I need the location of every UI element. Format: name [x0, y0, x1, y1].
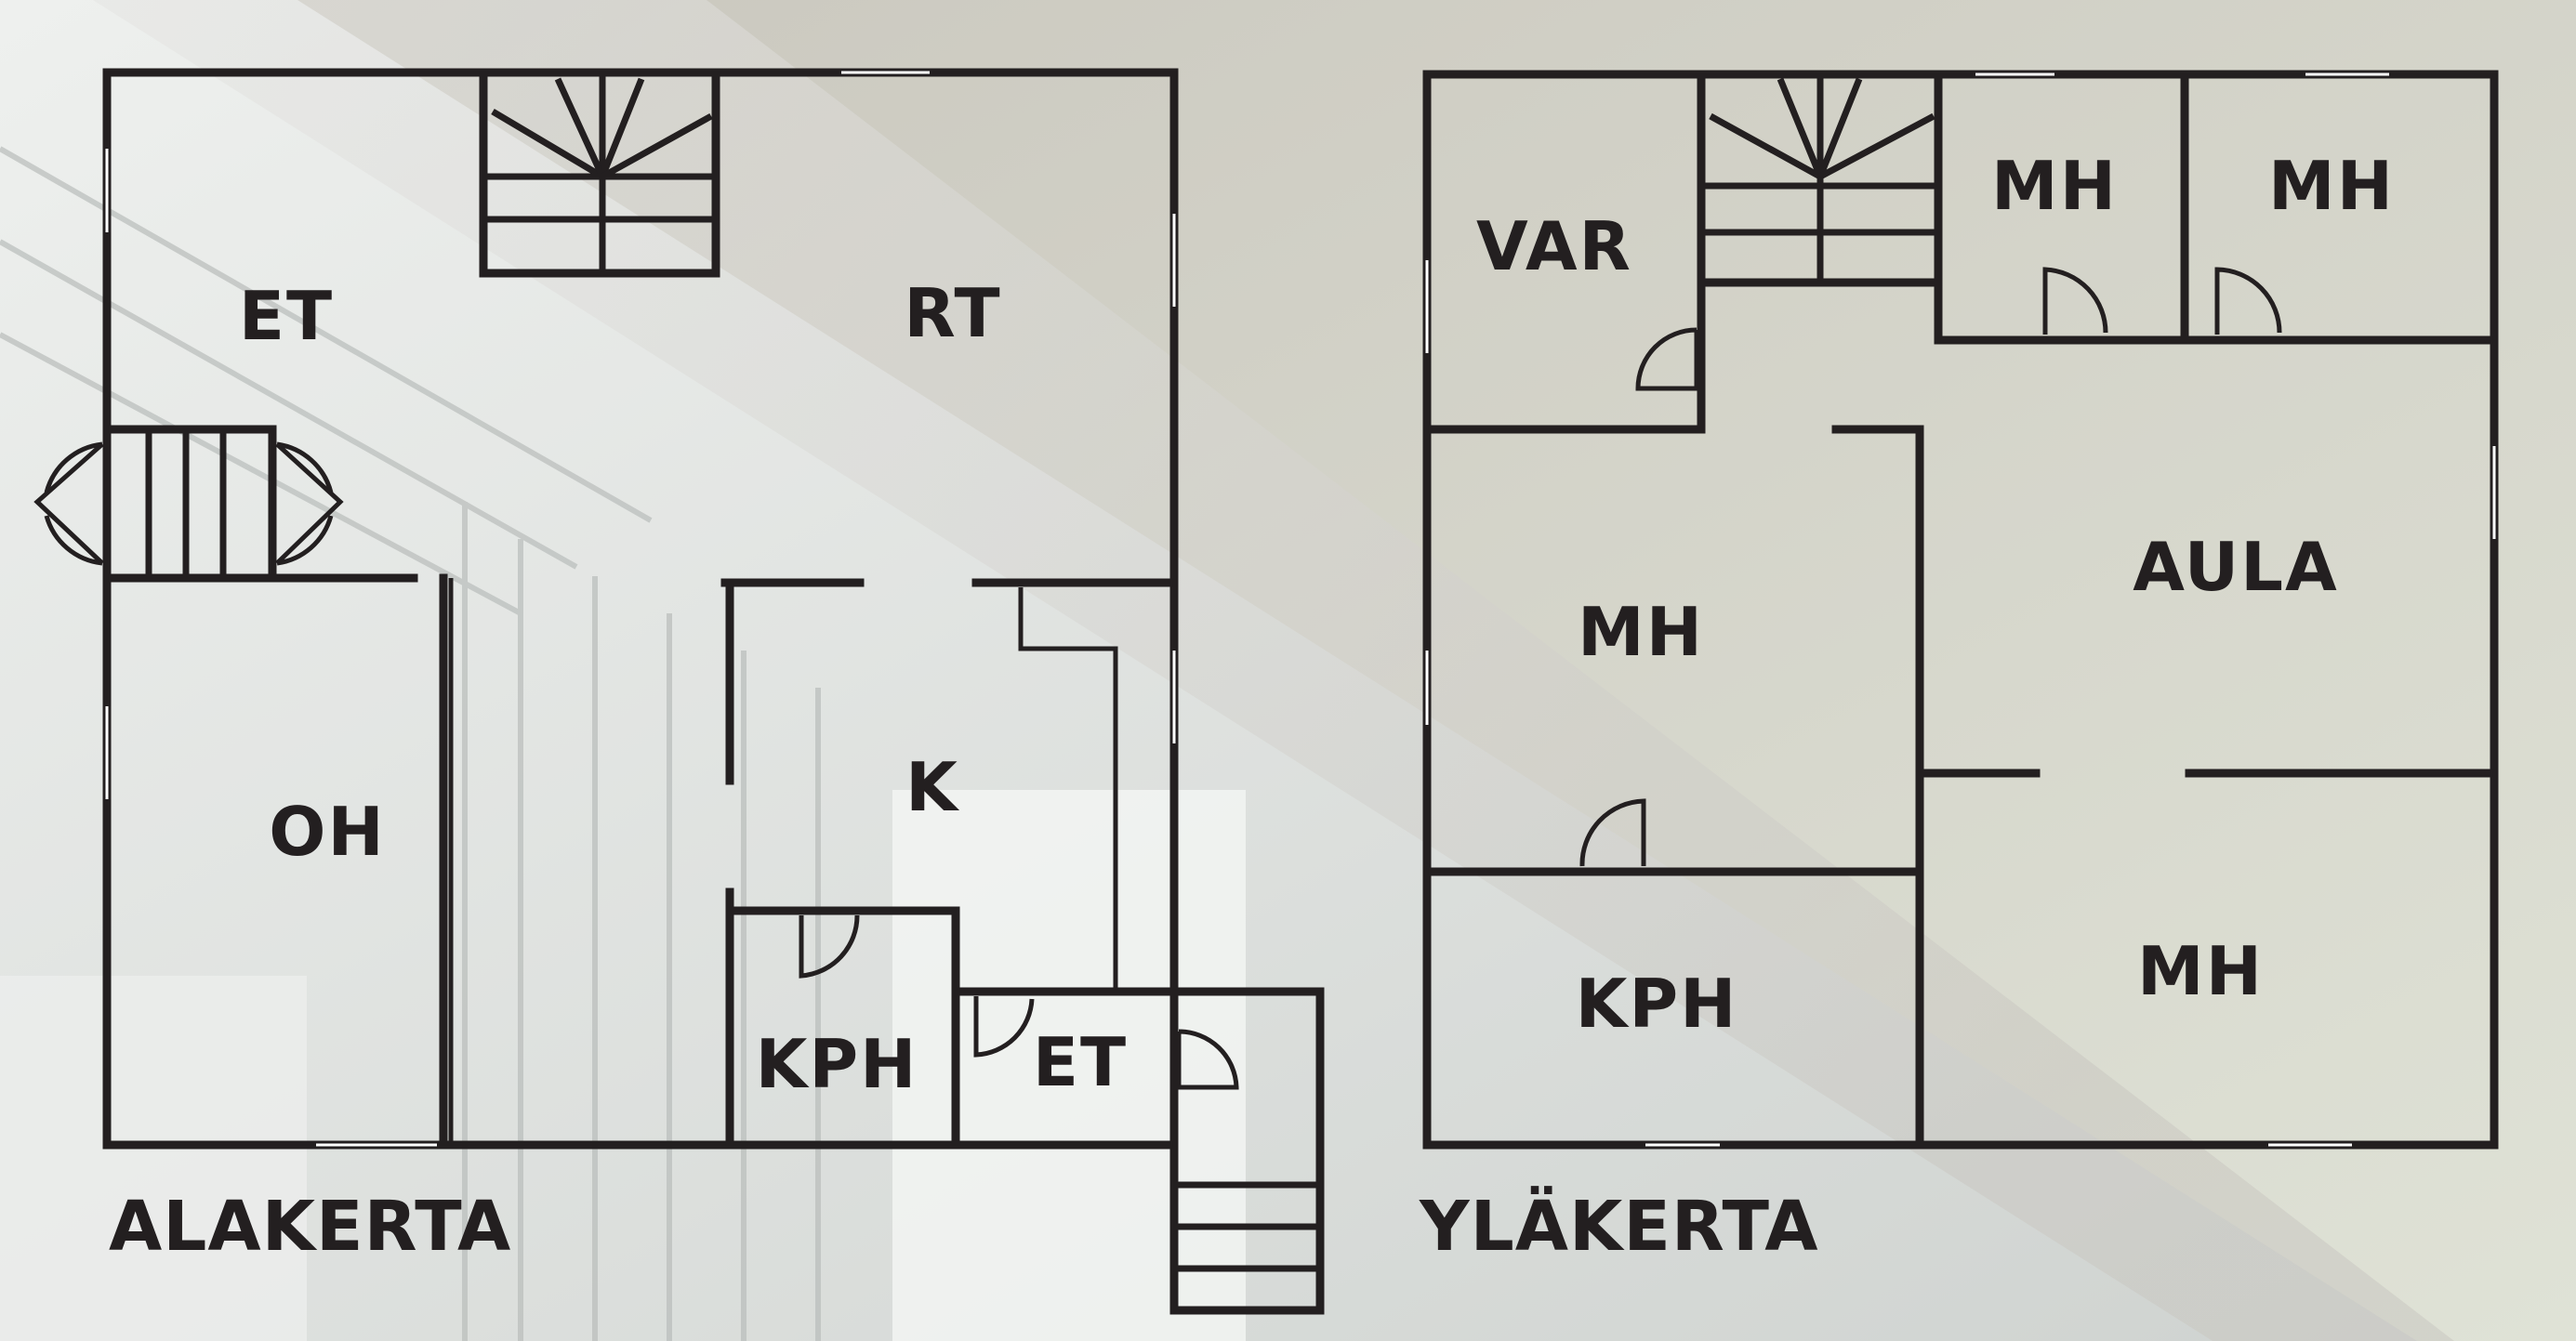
room-label-kph: KPH — [1576, 965, 1738, 1043]
door-swings — [799, 914, 1239, 1090]
room-label-mh-top-right: MH — [2268, 147, 2395, 225]
room-label-var: VAR — [1476, 207, 1632, 285]
room-label-oh: OH — [269, 793, 385, 871]
staircase-top — [479, 68, 720, 278]
room-label-kph: KPH — [756, 1025, 918, 1103]
room-label-mh-middle: MH — [1578, 593, 1704, 671]
floor-label-ylakerta: YLÄKERTA — [1419, 1185, 1819, 1267]
floor-plan-ylakerta: VAR MH MH MH AULA KPH MH YLÄKERTA — [1419, 70, 2499, 1267]
floor-plan-alakerta: ET RT OH K KPH ET ALAKERTA — [33, 68, 1325, 1315]
room-label-mh-top-left: MH — [1991, 147, 2118, 225]
outer-wall — [1422, 70, 2499, 1150]
room-label-et: ET — [239, 277, 334, 355]
outer-wall — [102, 68, 1179, 1150]
room-label-et-entry: ET — [1033, 1023, 1128, 1101]
panel-lines — [0, 146, 821, 1341]
entrance-steps-right — [1169, 987, 1325, 1315]
entrance-steps — [33, 425, 344, 583]
floor-label-alakerta: ALAKERTA — [109, 1187, 511, 1267]
window-marks — [1425, 72, 2496, 1147]
ceiling-slope — [93, 0, 2454, 1341]
door-swings — [1579, 267, 2282, 867]
room-label-rt: RT — [904, 274, 1001, 352]
room-label-k: K — [905, 748, 959, 826]
door-frame — [0, 976, 307, 1341]
room-label-aula: AULA — [2133, 528, 2339, 606]
window-frame — [892, 790, 1246, 1341]
window-marks — [105, 71, 1176, 1147]
interior-walls — [102, 573, 1179, 1150]
interior-walls — [1422, 70, 2499, 1150]
room-label-mh-bottom: MH — [2137, 932, 2264, 1010]
staircase-top — [1697, 70, 1943, 287]
